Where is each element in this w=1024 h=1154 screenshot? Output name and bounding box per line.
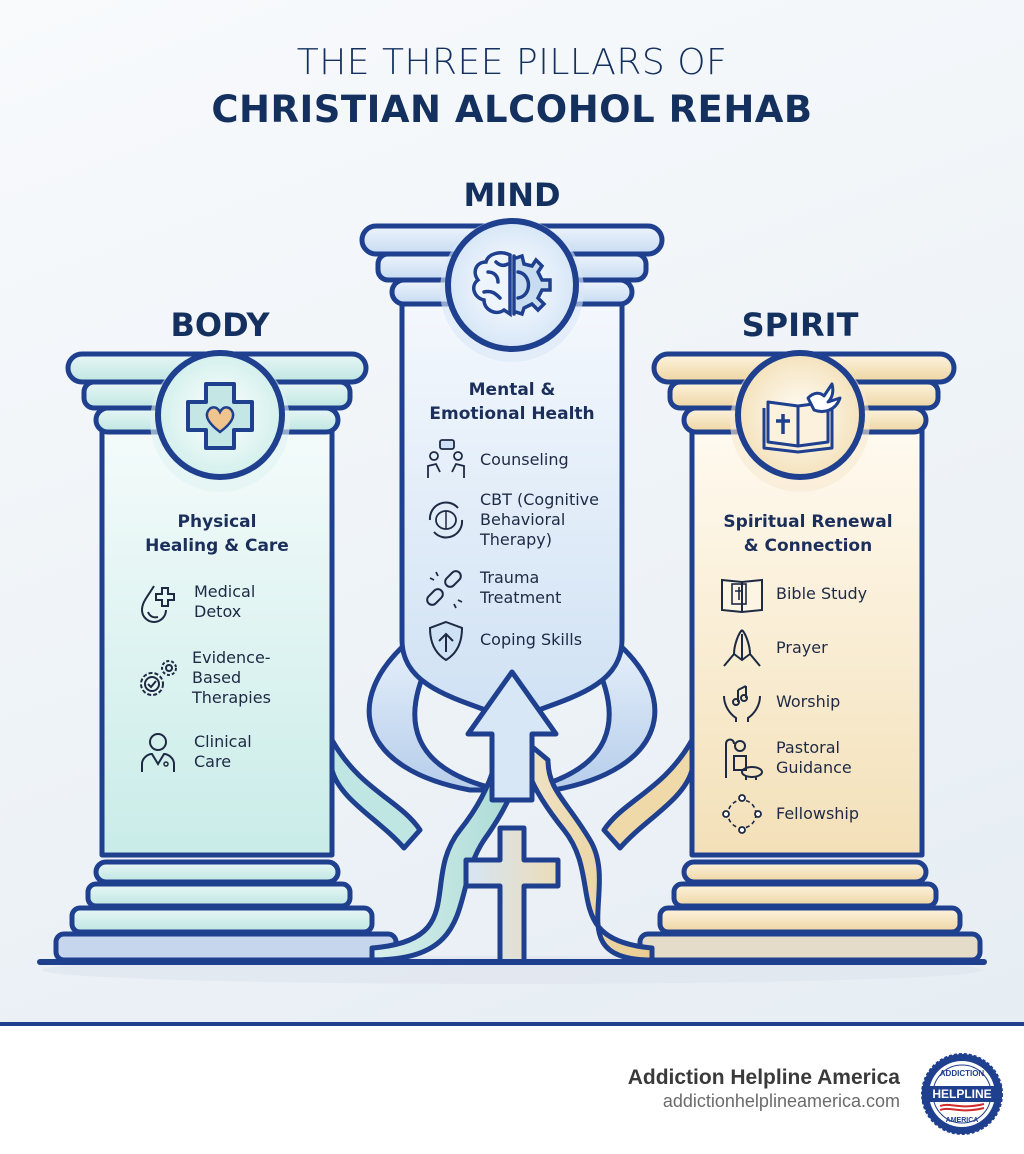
fellowship-circle-icon xyxy=(722,794,762,834)
list-item-counseling: Counseling xyxy=(424,438,569,482)
infographic-canvas: THE THREE PILLARS OF CHRISTIAN ALCOHOL R… xyxy=(0,0,1024,1022)
item-label: Coping Skills xyxy=(480,630,583,649)
list-item-trauma-treatment: Trauma Treatment xyxy=(424,566,561,610)
svg-text:HELPLINE: HELPLINE xyxy=(932,1087,991,1101)
list-item-pastoral-guidance: Pastoral Guidance xyxy=(720,736,852,780)
item-label: CBT (Cognitive Behavioral Therapy) xyxy=(480,490,599,549)
brain-gear-icon xyxy=(472,251,552,318)
title-line-1: THE THREE PILLARS OF xyxy=(296,42,728,83)
drop-plus-icon xyxy=(140,585,175,624)
mind-ribbons xyxy=(366,636,658,793)
item-label: Counseling xyxy=(480,450,569,469)
list-item-evidence-based-therapies: Evidence- Based Therapies xyxy=(136,648,271,708)
item-label: Evidence- Based Therapies xyxy=(192,648,271,707)
spirit-subtitle: Spiritual Renewal & Connection xyxy=(723,512,893,556)
list-item-worship: Worship xyxy=(720,680,840,724)
praying-hands-icon xyxy=(723,629,761,667)
list-item-coping-skills: Coping Skills xyxy=(424,618,582,662)
upward-arrow-icon xyxy=(465,669,559,803)
item-label: Clinical Care xyxy=(194,732,252,771)
medical-cross-heart-icon xyxy=(186,382,254,450)
counseling-icon xyxy=(427,439,465,478)
brain-cycle-icon xyxy=(428,501,464,539)
bible-icon xyxy=(721,578,763,614)
broken-chain-icon xyxy=(426,570,463,609)
mind-pillar-title: MIND xyxy=(463,176,561,214)
footer-brand: Addiction Helpline America xyxy=(627,1066,900,1089)
spirit-pillar-title: SPIRIT xyxy=(741,306,859,344)
item-label: Prayer xyxy=(776,638,828,657)
list-item-cbt: CBT (Cognitive Behavioral Therapy) xyxy=(424,490,599,550)
list-item-prayer: Prayer xyxy=(720,626,828,670)
footer-url[interactable]: addictionhelplineamerica.com xyxy=(662,1091,900,1111)
title-line-2: CHRISTIAN ALCOHOL REHAB xyxy=(211,88,813,131)
doctor-icon xyxy=(141,733,175,772)
mind-subtitle: Mental & Emotional Health xyxy=(429,380,595,424)
list-item-bible-study: Bible Study xyxy=(720,572,867,616)
item-label: Pastoral Guidance xyxy=(776,738,852,777)
body-pillar-title: BODY xyxy=(170,306,270,344)
svg-text:AMERICA: AMERICA xyxy=(946,1117,979,1124)
list-item-fellowship: Fellowship xyxy=(720,792,859,836)
item-label: Worship xyxy=(776,692,841,711)
bible-dove-icon xyxy=(762,382,842,454)
shield-arrow-icon xyxy=(428,620,464,662)
shepherd-icon xyxy=(725,738,763,780)
mind-medallion xyxy=(440,218,584,362)
spirit-medallion xyxy=(730,350,870,492)
worship-hands-icon xyxy=(723,685,761,722)
item-label: Trauma Treatment xyxy=(480,568,562,607)
body-subtitle: Physical Healing & Care xyxy=(145,512,289,556)
list-item-clinical-care: Clinical Care xyxy=(138,730,252,774)
body-medallion xyxy=(150,350,290,492)
item-label: Bible Study xyxy=(776,584,868,603)
pillars-illustration xyxy=(37,218,987,984)
list-item-medical-detox: Medical Detox xyxy=(138,580,255,624)
footer-divider xyxy=(0,1022,1024,1026)
item-label: Fellowship xyxy=(776,804,860,823)
svg-text:ADDICTION: ADDICTION xyxy=(940,1069,985,1078)
helpline-badge-logo: ADDICTION HELPLINE AMERICA xyxy=(921,1053,1003,1135)
item-label: Medical Detox xyxy=(194,582,256,621)
gears-check-icon xyxy=(140,660,177,696)
